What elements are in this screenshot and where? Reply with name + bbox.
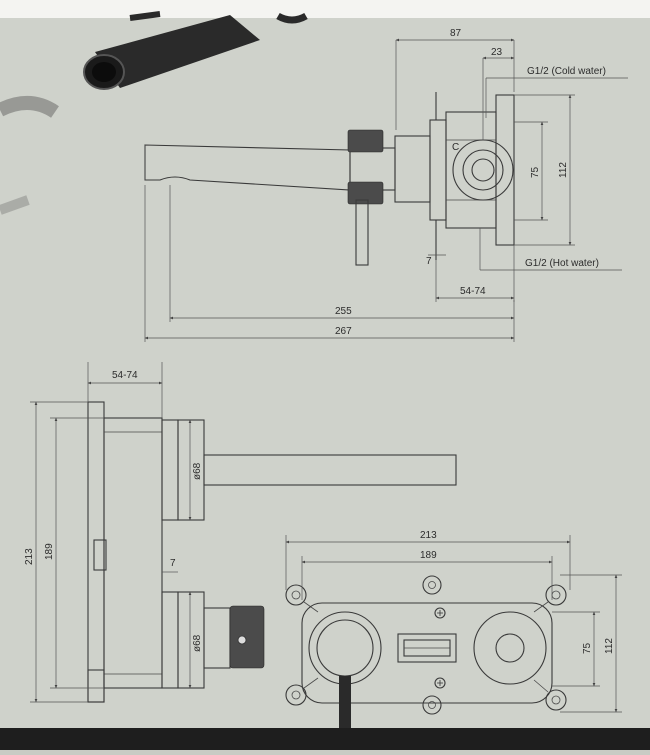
dim-189-side: 189: [44, 543, 55, 560]
dim-75-plate: 75: [582, 642, 593, 654]
dim-267: 267: [335, 326, 352, 337]
dim-112-top: 112: [558, 162, 569, 178]
label-hot-water: G1/2 (Hot water): [525, 258, 599, 269]
dim-7-side: 7: [170, 558, 176, 569]
dim-213-side: 213: [24, 548, 35, 565]
dim-7-top: 7: [426, 256, 432, 267]
dim-54-74-top: 54-74: [460, 286, 486, 297]
dim-dia-68-top: ø68: [192, 462, 203, 480]
label-cold-water: G1/2 (Cold water): [527, 66, 606, 77]
top-white-strip: [0, 0, 650, 18]
dim-213-plate: 213: [420, 530, 437, 541]
dim-255: 255: [335, 306, 352, 317]
dim-112-plate: 112: [604, 638, 615, 654]
dim-87: 87: [450, 28, 462, 39]
side-view: 54-74 213 189 ø68 7 ø68: [24, 362, 457, 703]
dim-189-plate: 189: [420, 550, 437, 561]
faucet-photo-pipe: [0, 11, 308, 215]
top-view: C 87 23 G1/2 (Cold water) G1/2 (Hot wate…: [144, 28, 628, 342]
dim-54-74-side: 54-74: [112, 370, 138, 381]
mark-c: C: [452, 142, 459, 153]
dim-75-top: 75: [530, 166, 541, 178]
bottom-dark-edge: [0, 728, 650, 750]
dim-dia-68-bottom: ø68: [192, 634, 203, 652]
front-plate-view: 213 189 75 112: [0, 530, 650, 750]
dim-23: 23: [491, 47, 503, 58]
